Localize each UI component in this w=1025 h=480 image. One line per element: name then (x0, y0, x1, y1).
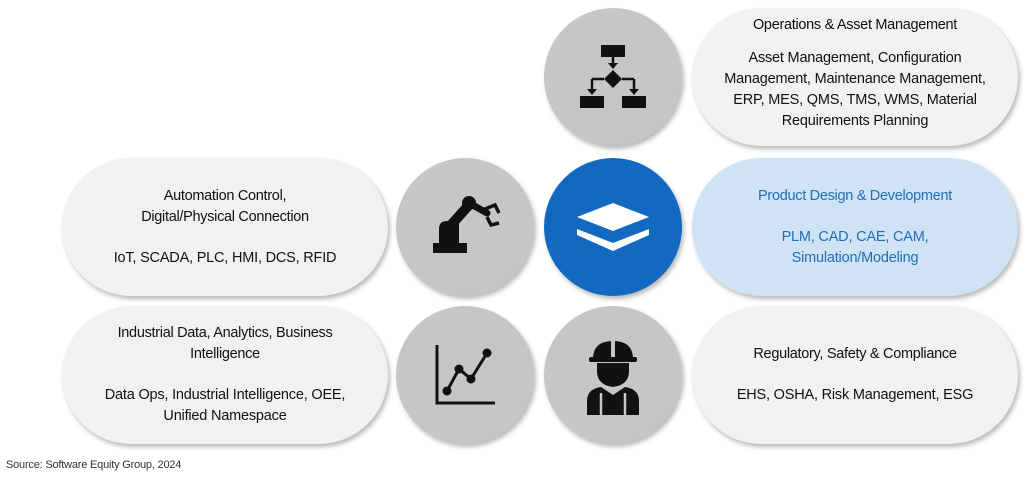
line-chart-icon (435, 345, 495, 405)
ops-card: Operations & Asset Management Asset Mana… (692, 8, 1018, 146)
regulatory-icon-circle (544, 306, 682, 444)
automation-icon-circle (396, 158, 534, 296)
center-icon-circle (544, 158, 682, 296)
product-items: PLM, CAD, CAE, CAM, Simulation/Modeling (781, 228, 929, 266)
ops-title: Operations & Asset Management (752, 16, 958, 33)
ops-icon-circle (544, 8, 682, 146)
robot-arm-icon (433, 196, 501, 253)
product-title: Product Design & Development (758, 187, 952, 204)
flowchart-icon (580, 45, 646, 108)
regulatory-title: Regulatory, Safety & Compliance (753, 346, 957, 362)
worker-hardhat-icon (587, 341, 639, 415)
regulatory-card: Regulatory, Safety & Compliance EHS, OSH… (692, 306, 1018, 444)
automation-card: Automation Control, Digital/Physical Con… (62, 158, 388, 296)
automation-title: Automation Control, Digital/Physical Con… (141, 187, 309, 225)
industrial-icon-circle (396, 306, 534, 444)
ops-items: Asset Management, Configuration Manageme… (724, 49, 986, 129)
industrial-title: Industrial Data, Analytics, Business Int… (117, 325, 333, 362)
product-card: Product Design & Development PLM, CAD, C… (692, 158, 1018, 296)
regulatory-items: EHS, OSHA, Risk Management, ESG (736, 387, 974, 403)
layers-icon (577, 203, 649, 251)
source-note: Source: Software Equity Group, 2024 (6, 459, 182, 471)
industrial-card: Industrial Data, Analytics, Business Int… (62, 306, 388, 444)
automation-items: IoT, SCADA, PLC, HMI, DCS, RFID (113, 249, 337, 266)
industrial-items: Data Ops, Industrial Intelligence, OEE, … (104, 387, 346, 424)
